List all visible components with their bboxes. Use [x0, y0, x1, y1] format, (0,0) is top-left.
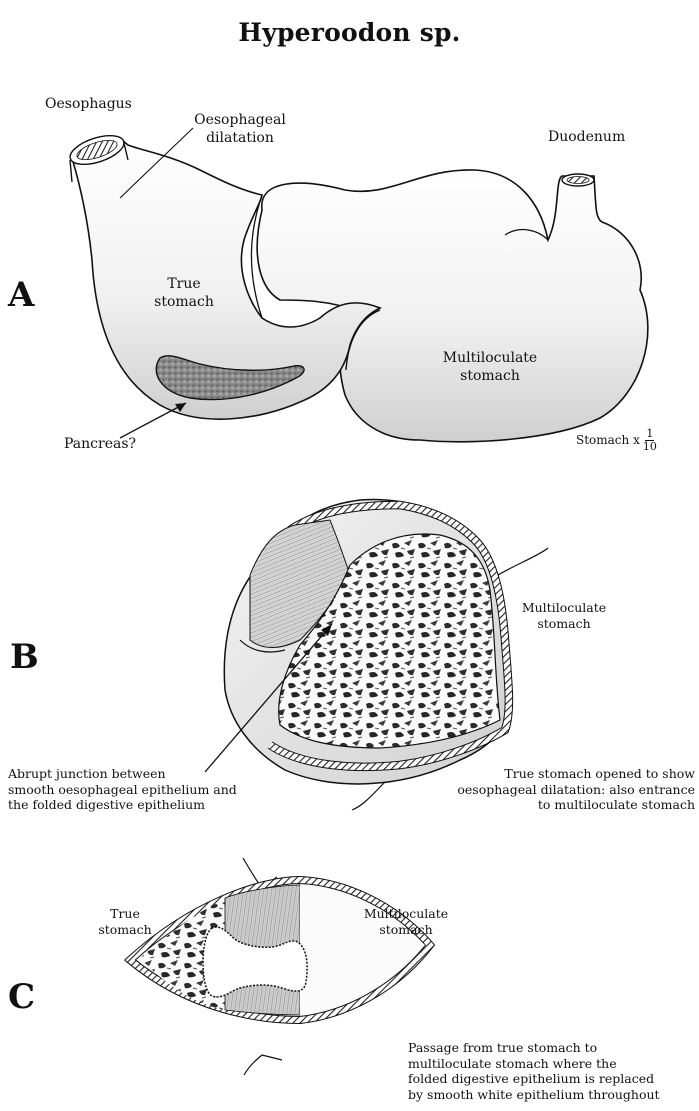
label-passage: Passage from true stomach to multilocula…	[408, 1040, 660, 1103]
label-true-stomach-c-line1: True	[90, 906, 160, 922]
label-passage-line2: multiloculate stomach where the	[408, 1056, 660, 1072]
label-abrupt-junction-line1: Abrupt junction between	[8, 766, 237, 782]
label-true-stomach-c: True stomach	[90, 906, 160, 937]
label-multiloculate-a-line1: Multiloculate	[430, 350, 550, 368]
scale-prefix: Stomach x	[576, 433, 640, 447]
panel-b-letter: B	[10, 640, 39, 674]
label-true-stomach-opened: True stomach opened to show oesophageal …	[457, 766, 695, 813]
panel-b-illustration	[205, 500, 548, 810]
label-multiloculate-b-line1: Multiloculate	[514, 600, 614, 616]
scale-denominator: 10	[643, 441, 657, 453]
label-multiloculate-c: Multiloculate stomach	[356, 906, 456, 937]
label-passage-line3: folded digestive epithelium is replaced	[408, 1071, 660, 1087]
label-true-stomach-opened-line1: True stomach opened to show	[457, 766, 695, 782]
label-duodenum: Duodenum	[548, 129, 625, 147]
label-true-stomach-a-line1: True	[144, 276, 224, 294]
label-pancreas: Pancreas?	[64, 436, 136, 454]
label-multiloculate-b-line2: stomach	[514, 616, 614, 632]
label-multiloculate-c-line1: Multiloculate	[356, 906, 456, 922]
label-true-stomach-c-line2: stomach	[90, 922, 160, 938]
multiloculate-stomach-shape	[257, 170, 648, 442]
label-abrupt-junction: Abrupt junction between smooth oesophage…	[8, 766, 237, 813]
label-oesophageal-dilatation-line1: Oesophageal	[185, 112, 295, 130]
label-oesophageal-dilatation: Oesophageal dilatation	[185, 112, 295, 147]
scale-numerator: 1	[645, 428, 654, 441]
label-passage-line4: by smooth white epithelium throughout	[408, 1087, 660, 1103]
label-oesophageal-dilatation-line2: dilatation	[185, 130, 295, 148]
label-true-stomach-opened-line2: oesophageal dilatation: also entrance	[457, 782, 695, 798]
panel-c-letter: C	[8, 980, 35, 1014]
label-multiloculate-a: Multiloculate stomach	[430, 350, 550, 385]
panel-a-letter: A	[8, 278, 34, 312]
label-multiloculate-a-line2: stomach	[430, 368, 550, 386]
label-true-stomach-a-line2: stomach	[144, 294, 224, 312]
scale-indicator: Stomach x 1 10	[576, 428, 657, 452]
label-multiloculate-c-line2: stomach	[356, 922, 456, 938]
label-passage-line1: Passage from true stomach to	[408, 1040, 660, 1056]
scale-fraction: 1 10	[643, 428, 657, 452]
panel-c-illustration	[130, 858, 430, 1075]
label-abrupt-junction-line3: the folded digestive epithelium	[8, 797, 237, 813]
label-abrupt-junction-line2: smooth oesophageal epithelium and	[8, 782, 237, 798]
label-true-stomach-a: True stomach	[144, 276, 224, 311]
label-true-stomach-opened-line3: to multiloculate stomach	[457, 797, 695, 813]
label-oesophagus: Oesophagus	[45, 96, 132, 114]
label-multiloculate-b: Multiloculate stomach	[514, 600, 614, 631]
